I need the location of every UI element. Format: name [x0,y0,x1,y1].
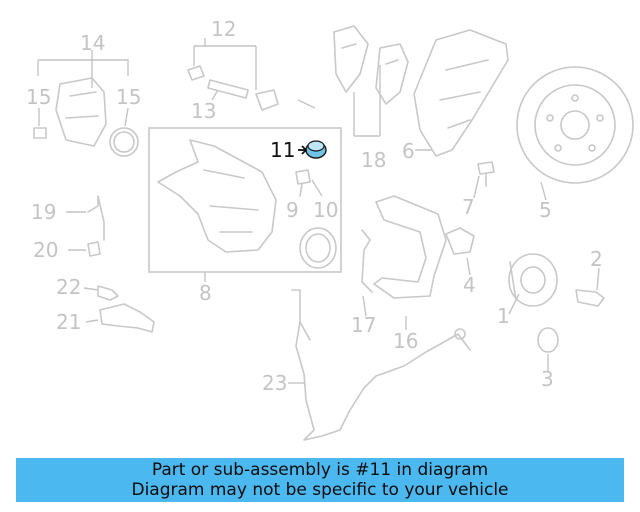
banner-line-disclaimer: Diagram may not be specific to your vehi… [131,480,509,500]
part-drawings [33,25,634,441]
banner-line-part: Part or sub-assembly is #11 in diagram [151,460,489,480]
callout-8: 8 [199,281,212,305]
callout-13: 13 [191,99,216,123]
callout-14: 14 [80,31,105,55]
callout-22: 22 [56,275,81,299]
parts-diagram: 1 2 3 4 5 6 7 8 9 10 11 12 13 14 15 15 1… [26,17,634,441]
info-banner: Part or sub-assembly is #11 in diagram D… [16,458,624,502]
leader-lines [37,38,600,384]
callout-4: 4 [463,273,476,297]
caliper-group-box [148,127,342,273]
callout-9: 9 [286,198,299,222]
callout-15-right: 15 [116,85,141,109]
callout-6: 6 [402,139,415,163]
callout-5: 5 [539,198,552,222]
callout-7: 7 [462,195,475,219]
callout-2: 2 [590,247,603,271]
callout-21: 21 [56,310,81,334]
callout-3: 3 [541,367,554,391]
callout-1: 1 [497,304,510,328]
part-11-highlight [298,140,327,159]
callout-19: 19 [31,200,56,224]
callout-labels: 1 2 3 4 5 6 7 8 9 10 11 12 13 14 15 15 1… [26,17,603,395]
callout-16: 16 [393,329,418,353]
callout-17: 17 [351,313,376,337]
callout-20: 20 [33,238,58,262]
callout-10: 10 [313,198,338,222]
callout-12: 12 [211,17,236,41]
callout-18: 18 [361,148,386,172]
callout-11: 11 [270,138,295,162]
callout-23: 23 [262,371,287,395]
callout-15-left: 15 [26,85,51,109]
